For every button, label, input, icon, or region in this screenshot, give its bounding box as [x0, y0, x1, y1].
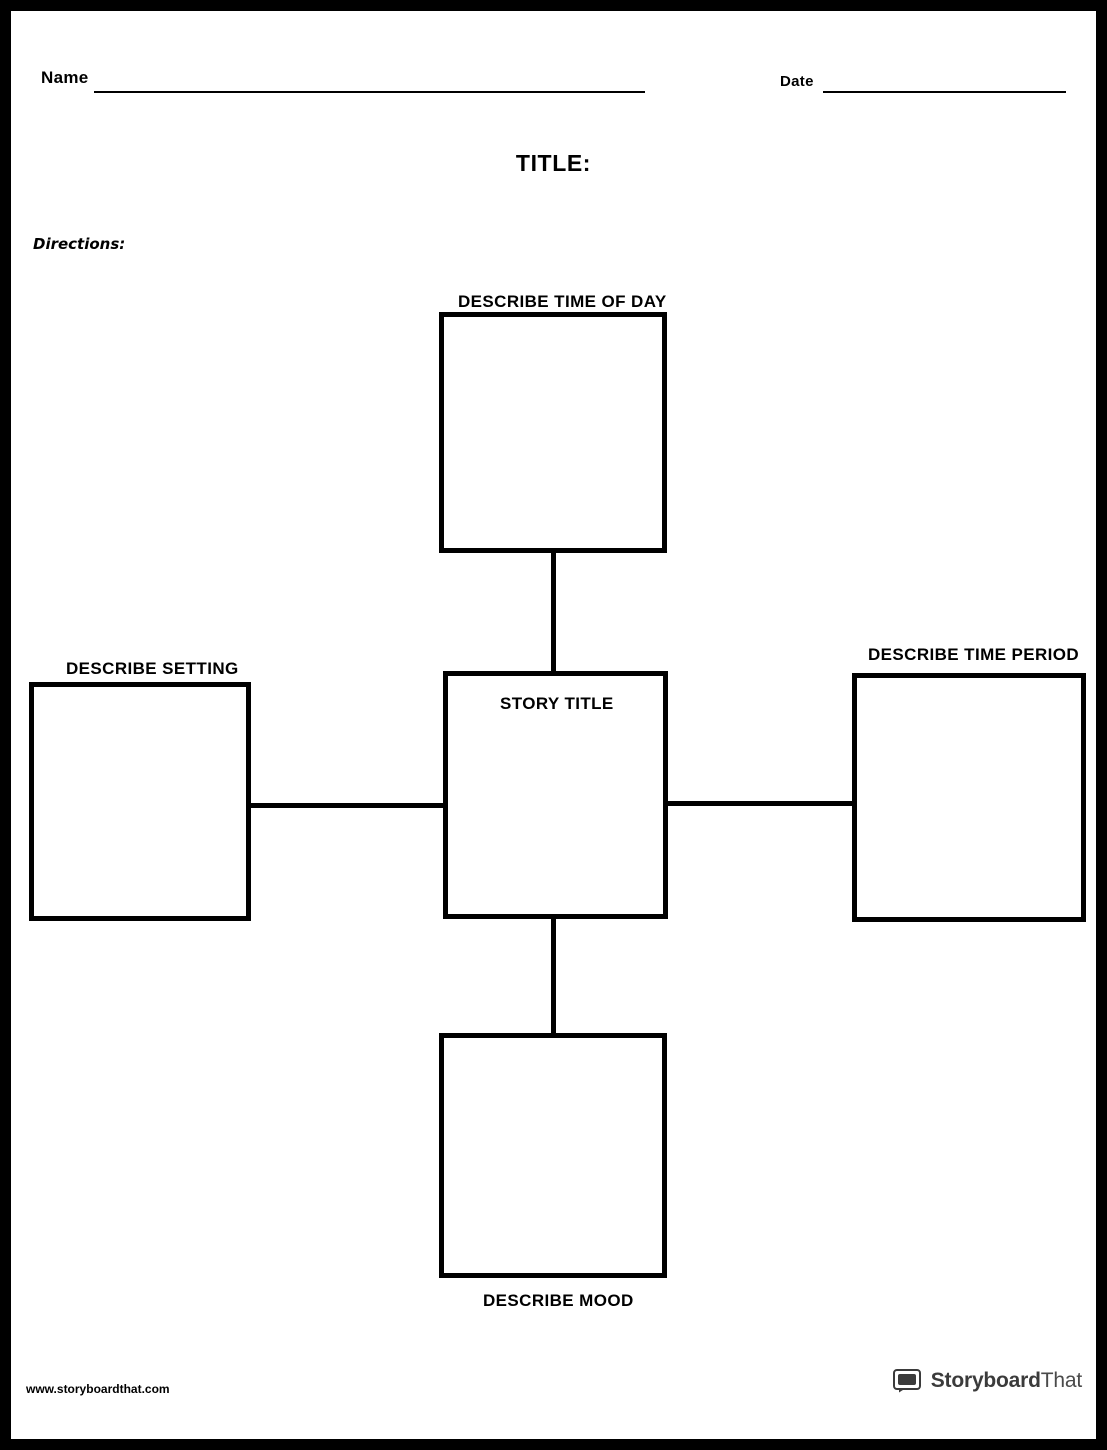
brand-name: StoryboardThat	[931, 1369, 1082, 1393]
describe-mood-label: DESCRIBE MOOD	[483, 1291, 634, 1310]
describe-time-period-box[interactable]	[852, 673, 1086, 922]
name-label: Name	[41, 68, 89, 87]
page-title: TITLE:	[515, 150, 592, 176]
connector-left	[249, 803, 447, 808]
describe-mood-box[interactable]	[439, 1033, 667, 1278]
connector-bottom	[551, 915, 556, 1037]
date-input-line[interactable]	[823, 91, 1066, 93]
describe-time-period-label: DESCRIBE TIME PERIOD	[868, 645, 1080, 664]
brand-name-primary: Storyboard	[930, 1369, 1041, 1392]
footer-website-url: www.storyboardthat.com	[26, 1382, 170, 1396]
story-title-label: STORY TITLE	[500, 694, 614, 713]
brand-name-secondary: That	[1040, 1369, 1082, 1392]
describe-setting-box[interactable]	[29, 682, 251, 921]
storyboardthat-logo: StoryboardThat	[892, 1369, 1082, 1393]
connector-right	[664, 801, 856, 806]
story-title-box[interactable]	[443, 671, 668, 919]
worksheet-inner: Name Date TITLE: Directions: DESCRIBE TI…	[11, 11, 1096, 1439]
describe-time-of-day-box[interactable]	[439, 312, 667, 553]
describe-time-of-day-label: DESCRIBE TIME OF DAY	[458, 292, 667, 311]
date-label: Date	[780, 73, 814, 90]
directions-label: Directions:	[33, 235, 126, 253]
describe-setting-label: DESCRIBE SETTING	[66, 659, 239, 678]
connector-top	[551, 551, 556, 675]
name-input-line[interactable]	[94, 91, 645, 93]
speech-bubble-icon	[892, 1369, 923, 1393]
